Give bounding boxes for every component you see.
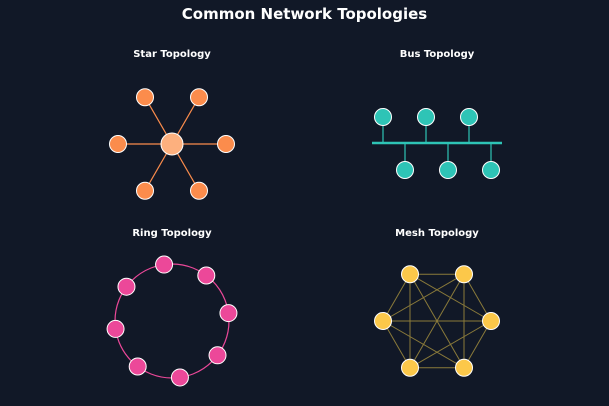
mesh-link <box>409 273 465 369</box>
ring-node <box>219 304 238 323</box>
bus-panel-title: Bus Topology <box>400 49 475 60</box>
bus-node <box>396 161 414 179</box>
ring-node <box>170 368 189 387</box>
star-hub <box>160 132 184 156</box>
ring-topology <box>106 255 238 387</box>
star-node <box>109 135 127 153</box>
ring-node <box>197 266 216 285</box>
ring-node <box>128 357 147 376</box>
bus-node <box>374 108 392 126</box>
star-node <box>190 88 208 107</box>
mesh-node <box>455 358 473 377</box>
star-node <box>136 88 154 107</box>
star-panel-title: Star Topology <box>133 49 211 60</box>
bus-node <box>417 108 435 126</box>
bus-node <box>460 108 478 126</box>
ring-node <box>106 319 125 338</box>
mesh-node <box>455 265 473 284</box>
mesh-link <box>382 273 465 322</box>
star-node <box>190 181 208 200</box>
mesh-node <box>401 358 419 377</box>
bus-node <box>482 161 500 179</box>
bus-topology <box>372 108 502 179</box>
ring-node <box>117 277 136 296</box>
mesh-panel-title: Mesh Topology <box>395 228 479 239</box>
mesh-node <box>482 312 500 330</box>
main-title: Common Network Topologies <box>182 5 428 23</box>
ring-node <box>155 255 174 274</box>
ring-node <box>208 346 227 365</box>
ring-panel-title: Ring Topology <box>132 228 212 239</box>
bus-node <box>439 161 457 179</box>
mesh-topology <box>374 265 500 377</box>
star-node <box>136 181 154 200</box>
star-topology <box>109 88 235 200</box>
mesh-node <box>374 312 392 330</box>
star-node <box>217 135 235 153</box>
mesh-node <box>401 265 419 284</box>
